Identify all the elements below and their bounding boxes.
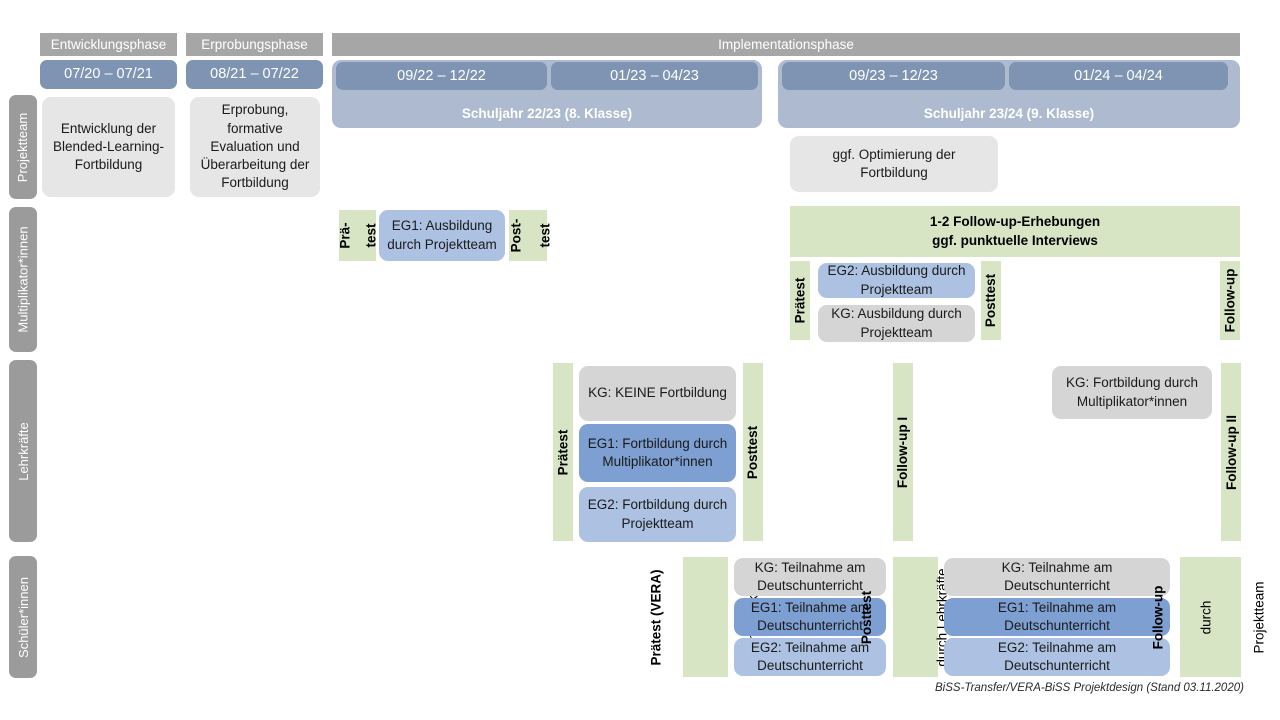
date-chip-0821-0722: 08/21 – 07/22 [186,60,323,89]
lehrkraefte-posttest-band: Posttest [743,363,763,541]
date-chip-0124-0424: 01/24 – 04/24 [1009,62,1228,90]
phase-header-entwicklungsphase: Entwicklungsphase [40,33,177,56]
followup-band-line1: 1-2 Follow-up-Erhebungen [929,213,1101,229]
schueler-left-kg-box: KG: Teilnahme am Deutschunterricht [734,558,886,596]
row-label-lehrkraefte-text: Lehrkräfte [15,421,31,481]
row-label-lehrkraefte: Lehrkräfte [9,360,37,542]
schueler-posttest-band: Posttest durch Lehrkräfte [859,557,950,677]
multiplikatoren-praetest-band-left: Prä- test [337,210,379,261]
multiplikatoren-posttest-band-left: Post- test [508,210,552,261]
schueler-praetest-bold-text: Prätest (VERA) [648,568,664,666]
lehrkraefte-kg-fortbildung-box: KG: Fortbildung durch Multiplikator*inne… [1052,366,1212,419]
row-label-multiplikatorinnen: Multiplikator*innen [9,207,37,352]
multiplikatoren-followup-text: Follow-up [1222,268,1238,333]
projektteam-optimierung-box: ggf. Optimierung der Fortbildung [790,136,998,192]
multiplikatoren-praetest-line1: Prä- [337,222,353,249]
lehrkraefte-followup2-band: Follow-up II [1221,363,1241,541]
lehrkraefte-eg1-box: EG1: Fortbildung durch Multiplikator*inn… [579,424,736,482]
schueler-left-eg2-box: EG2: Teilnahme am Deutschunterricht [734,638,886,676]
schueler-left-eg1-box: EG1: Teilnahme am Deutschunterricht [734,598,886,636]
lehrkraefte-followup1-text: Follow-up I [895,416,911,488]
multiplikatoren-eg1-box: EG1: Ausbildung durch Projektteam [379,210,505,261]
phase-header-erprobungsphase: Erprobungsphase [186,33,323,56]
date-chip-0922-1222: 09/22 – 12/22 [336,62,547,90]
date-chip-0123-0423: 01/23 – 04/23 [551,62,758,90]
lehrkraefte-followup2-text: Follow-up II [1223,414,1239,490]
multiplikatoren-followup-band: Follow-up [1220,261,1240,340]
multiplikatoren-kg-box: KG: Ausbildung durch Projektteam [818,305,975,342]
lehrkraefte-followup1-band: Follow-up I [893,363,913,541]
lehrkraefte-praetest-band: Prätest [553,363,573,541]
multiplikatoren-posttest-line2: test [537,223,553,248]
schueler-praetest-band: Prätest (VERA) durch Lehrkräfte [649,557,761,677]
multiplikatoren-eg2-box: EG2: Ausbildung durch Projektteam [818,263,975,298]
footer-caption: BiSS-Transfer/VERA-BiSS Projektdesign (S… [935,682,1244,694]
schueler-posttest-bold-text: Posttest [858,590,874,644]
row-label-projektteam: Projektteam [9,95,37,199]
multiplikatoren-posttest-line1: Post- [508,218,524,253]
lehrkraefte-kg-keine-box: KG: KEINE Fortbildung [579,366,736,421]
multiplikatoren-posttest-band-right: Posttest [981,261,1001,340]
schueler-followup-sub-text2: Projektteam [1251,580,1267,654]
row-label-multiplikatorinnen-text: Multiplikator*innen [15,226,31,333]
date-chip-0720-0721: 07/20 – 07/21 [40,60,177,89]
followup-band-line2: ggf. punktuelle Interviews [932,232,1098,248]
schueler-right-kg-box: KG: Teilnahme am Deutschunterricht [944,558,1170,596]
phase-header-implementationsphase: Implementationsphase [332,33,1240,56]
multiplikatoren-praetest-band-right: Prätest [790,261,810,340]
multiplikatoren-praetest2-text: Prätest [792,277,808,324]
date-chip-0923-1223: 09/23 – 12/23 [782,62,1005,90]
schueler-followup-bold-text: Follow-up [1150,585,1166,649]
schueler-followup-band: Follow-up durch Projektteam [1150,557,1267,677]
schueler-followup-sub-text1: durch [1198,600,1214,634]
projektteam-entwicklung-box: Entwicklung der Blended-Learning-Fortbil… [42,97,175,197]
lehrkraefte-posttest-text: Posttest [745,425,761,479]
lehrkraefte-praetest-text: Prätest [555,429,571,475]
multiplikatoren-praetest-line2: test [363,223,379,248]
lehrkraefte-eg2-box: EG2: Fortbildung durch Projektteam [579,487,736,542]
multiplikatoren-posttest2-text: Posttest [983,273,999,328]
row-label-projektteam-text: Projektteam [15,112,31,182]
row-label-schuelerinnen-text: Schüler*innen [15,576,31,658]
schueler-right-eg1-box: EG1: Teilnahme am Deutschunterricht [944,598,1170,636]
schueler-right-eg2-box: EG2: Teilnahme am Deutschunterricht [944,638,1170,676]
multiplikatoren-followup-erhebungen-band: 1-2 Follow-up-Erhebungen ggf. punktuelle… [790,206,1240,257]
row-label-schuelerinnen: Schüler*innen [9,556,37,678]
projektteam-erprobung-box: Erprobung, formative Evaluation und Über… [190,97,320,197]
